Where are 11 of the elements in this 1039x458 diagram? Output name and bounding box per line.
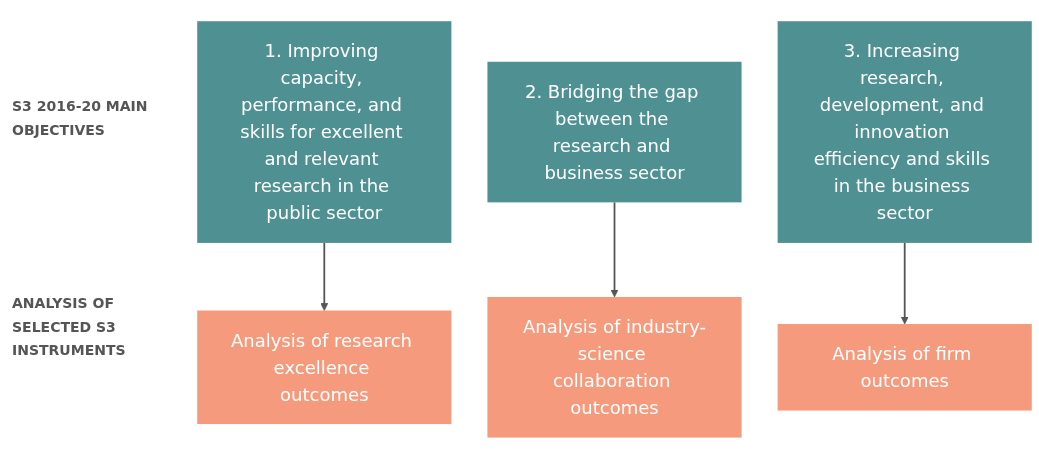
node-box: Analysis of firm outcomes xyxy=(777,323,1032,411)
node-box: 2. Bridging the gap between the research and business sector xyxy=(487,61,742,202)
row-label: ANALYSIS OF SELECTED S3 INSTRUMENTS xyxy=(12,293,127,361)
arrow xyxy=(320,241,329,311)
node-box: Analysis of research excellence outcomes xyxy=(197,310,452,424)
arrow xyxy=(900,241,909,324)
node-box: 1. Improving capacity, performance, and skills for excellent and relevant research in the public sector xyxy=(197,20,452,243)
node-box: 3. Increasing research, development, and innovation efficiency and skills in the business sector xyxy=(777,20,1032,243)
arrow xyxy=(610,201,619,297)
row-label: S3 2016-20 MAIN OBJECTIVES xyxy=(12,96,149,140)
node-box: Analysis of industry-science collaboration outcomes xyxy=(487,296,742,438)
